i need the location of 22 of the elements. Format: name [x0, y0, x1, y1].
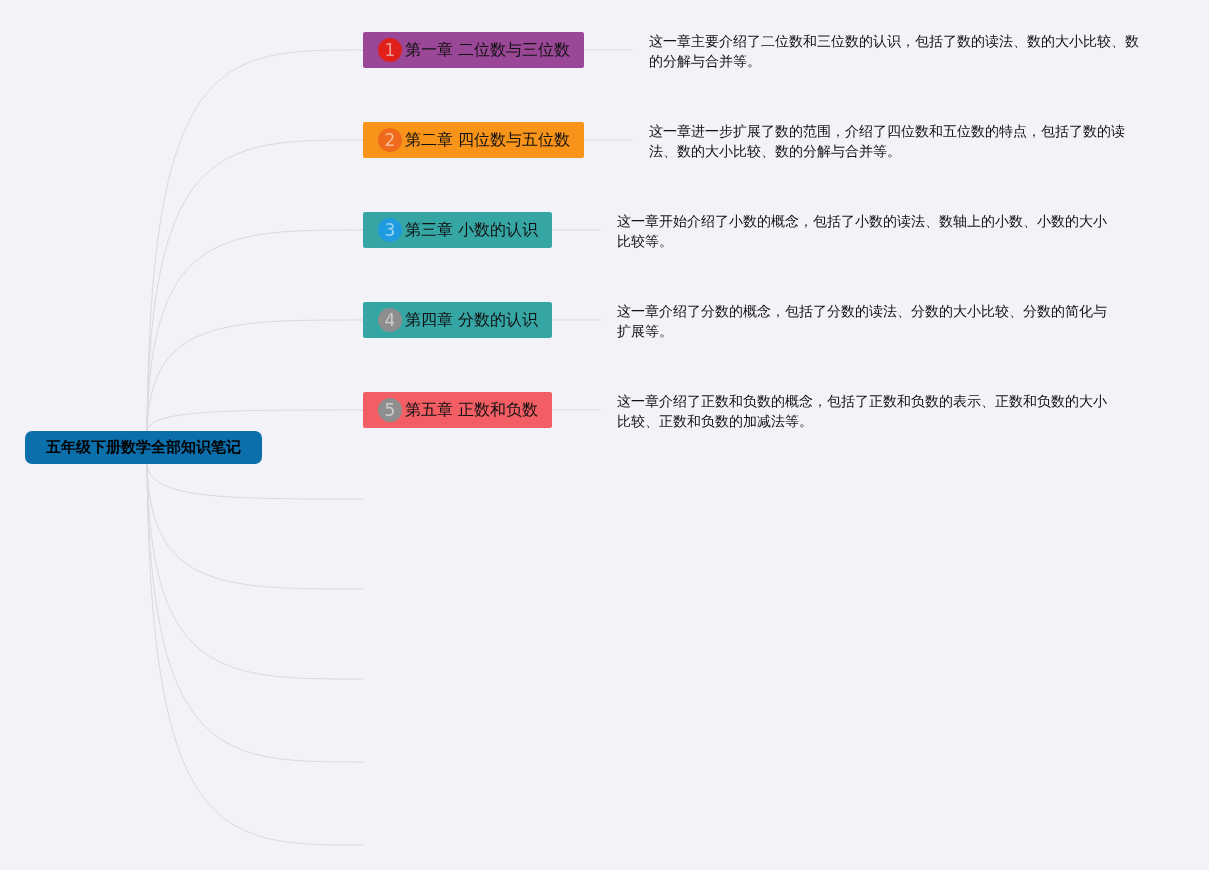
description-text: 这一章介绍了分数的概念，包括了分数的读法、分数的大小比较、分数的简化与扩展等。	[617, 301, 1117, 341]
number-badge: 3	[378, 218, 402, 242]
chapter-box	[363, 302, 552, 338]
root-box: 五年级下册数学全部知识笔记	[25, 431, 262, 464]
chapter-title: 第一章 二位数与三位数	[405, 39, 571, 61]
chapter-box	[363, 32, 584, 68]
description-text: 这一章介绍了正数和负数的概念，包括了正数和负数的表示、正数和负数的大小比较、正数和负数的加减法等。	[617, 391, 1117, 431]
chapter-box	[363, 392, 552, 428]
chapter-box	[363, 122, 584, 158]
chapter-box	[363, 212, 552, 248]
chapter-title: 第五章 正数和负数	[405, 399, 539, 421]
description-text: 这一章开始介绍了小数的概念，包括了小数的读法、数轴上的小数、小数的大小比较等。	[617, 211, 1117, 251]
chapter-title: 第二章 四位数与五位数	[405, 129, 571, 151]
description-text: 这一章主要介绍了二位数和三位数的认识，包括了数的读法、数的大小比较、数的分解与合并等。	[649, 31, 1149, 71]
connector-line	[146, 409, 364, 432]
number-badge: 2	[378, 128, 402, 152]
number-badge: 4	[378, 308, 402, 332]
chapter-title: 第三章 小数的认识	[405, 219, 539, 241]
number-badge: 1	[378, 38, 402, 62]
description-text: 这一章进一步扩展了数的范围，介绍了四位数和五位数的特点，包括了数的读法、数的大小比较、数的分解与合并等。	[649, 121, 1139, 161]
chapter-title: 第四章 分数的认识	[405, 309, 539, 331]
number-badge: 5	[378, 398, 402, 422]
